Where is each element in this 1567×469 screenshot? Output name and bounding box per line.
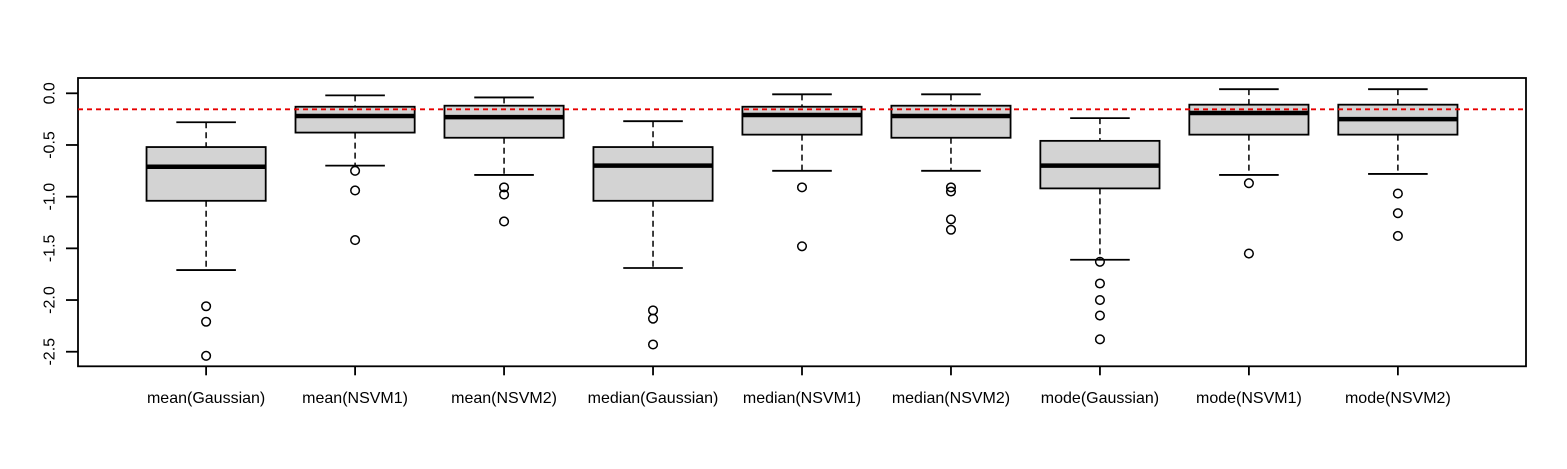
- x-tick-label-median-gaussian: median(Gaussian): [588, 390, 719, 407]
- outlier-point: [647, 313, 659, 324]
- box-mean-nsvm1: [294, 94, 416, 246]
- outlier-point: [945, 224, 957, 235]
- box-mean-gaussian: [145, 121, 267, 361]
- y-tick-label: -2.0: [42, 286, 59, 314]
- outlier-point: [201, 301, 212, 312]
- y-tick-label: 0.0: [42, 82, 59, 104]
- x-tick-label-mean-nsvm1: mean(NSVM1): [302, 390, 408, 407]
- x-axis: mean(Gaussian) mean(NSVM1) mean(NSVM2) medi…: [147, 366, 1451, 407]
- outlier-point: [647, 305, 659, 316]
- outlier-point: [1094, 294, 1105, 306]
- outlier-point: [1392, 188, 1403, 199]
- box-mode-nsvm2: [1337, 88, 1459, 241]
- outlier-point: [350, 185, 361, 196]
- iqr-box: [741, 105, 863, 136]
- outlier-point: [1392, 208, 1403, 219]
- iqr-box: [443, 104, 565, 139]
- box-median-gaussian: [592, 120, 714, 350]
- box-mode-nsvm1: [1188, 88, 1310, 259]
- iqr-box: [294, 105, 416, 134]
- outlier-point: [1094, 278, 1105, 289]
- outlier-point: [350, 235, 361, 246]
- outlier-point: [1094, 334, 1105, 345]
- box-median-nsvm1: [741, 93, 863, 252]
- y-tick-label: -2.5: [42, 338, 59, 366]
- y-tick-label: -1.5: [42, 234, 59, 262]
- outlier-point: [796, 241, 808, 252]
- box-median-nsvm2: [890, 93, 1012, 235]
- outlier-point: [1094, 310, 1105, 321]
- outlier-point: [1094, 256, 1105, 267]
- iqr-box: [592, 146, 714, 202]
- x-tick-label-median-nsvm2: median(NSVM2): [892, 390, 1010, 407]
- box-mean-nsvm2: [443, 96, 565, 227]
- iqr-box: [145, 146, 267, 202]
- outlier-point: [350, 165, 361, 176]
- x-tick-label-mean-nsvm2: mean(NSVM2): [451, 390, 557, 407]
- outlier-point: [945, 182, 957, 193]
- outlier-point: [1243, 178, 1254, 189]
- outlier-point: [499, 182, 510, 193]
- outlier-point: [499, 189, 510, 200]
- outlier-point: [1392, 230, 1403, 241]
- x-tick-label-median-nsvm1: median(NSVM1): [743, 390, 861, 407]
- outlier-point: [945, 186, 957, 197]
- box-mode-gaussian: [1039, 117, 1161, 345]
- y-axis: 0.0 -0.5 -1.0 -1.5 -2.0 -2.5: [42, 82, 78, 366]
- outlier-point: [201, 316, 212, 327]
- x-tick-label-mode-nsvm2: mode(NSVM2): [1345, 390, 1451, 407]
- outlier-point: [499, 216, 510, 227]
- outlier-point: [1243, 248, 1254, 259]
- y-tick-label: -0.5: [42, 131, 59, 159]
- x-tick-label-mode-nsvm1: mode(NSVM1): [1196, 390, 1302, 407]
- y-tick-label: -1.0: [42, 183, 59, 211]
- x-tick-label-mean-gaussian: mean(Gaussian): [147, 390, 265, 407]
- outlier-point: [201, 350, 212, 361]
- x-tick-label-mode-gaussian: mode(Gaussian): [1041, 390, 1159, 407]
- outlier-point: [796, 182, 808, 193]
- iqr-box: [890, 104, 1012, 139]
- outlier-point: [647, 339, 659, 350]
- outlier-point: [945, 214, 957, 225]
